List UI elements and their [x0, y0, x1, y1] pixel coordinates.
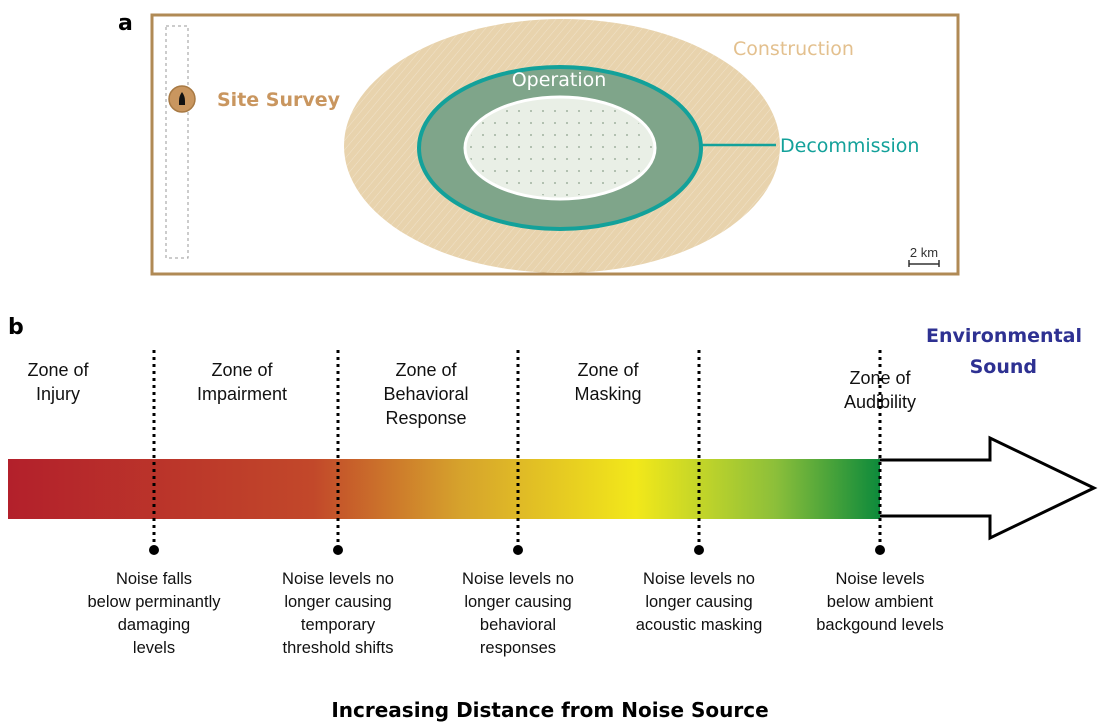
threshold-label-line: below ambient — [827, 593, 934, 611]
threshold-label-3: Noise levels no longer causing behavioral r… — [462, 570, 574, 657]
zone-label-line: Zone of — [395, 360, 457, 380]
threshold-label-line: threshold shifts — [283, 639, 394, 657]
threshold-label-1: Noise falls below perminantly damaging leve… — [88, 570, 222, 657]
distance-axis-label: Increasing Distance from Noise Source — [331, 698, 768, 722]
threshold-label-line: levels — [133, 639, 175, 657]
zone-label-5: Zone of Audibility — [844, 368, 916, 412]
decommission-label: Decommission — [780, 135, 919, 157]
threshold-label-line: Noise levels no — [643, 570, 755, 588]
distance-arrow — [878, 435, 1098, 541]
zone-label-line: Zone of — [27, 360, 89, 380]
threshold-label-4: Noise levels no longer causing acoustic ma… — [636, 570, 763, 634]
environmental-label-line2: Sound — [970, 356, 1037, 378]
threshold-label-line: behavioral — [480, 616, 556, 634]
zone-label-line: Response — [385, 408, 466, 428]
zone-label-4: Zone of Masking — [574, 360, 641, 404]
zone-label-line: Behavioral — [383, 384, 468, 404]
threshold-label-line: temporary — [301, 616, 376, 634]
threshold-label-line: longer causing — [645, 593, 752, 611]
threshold-label-line: longer causing — [464, 593, 571, 611]
panel-b-letter: b — [8, 315, 24, 340]
threshold-marker-5 — [875, 545, 885, 555]
site-survey-label: Site Survey — [217, 89, 341, 111]
zone-label-2: Zone of Impairment — [197, 360, 287, 404]
threshold-marker-3 — [513, 545, 523, 555]
threshold-label-line: longer causing — [284, 593, 391, 611]
inner-core-dots — [468, 100, 652, 196]
panel-b: b Environmental Sound Increasing Distanc… — [8, 315, 1098, 722]
threshold-label-line: Noise levels no — [462, 570, 574, 588]
zone-label-line: Injury — [36, 384, 80, 404]
environmental-label-line1: Environmental — [926, 325, 1082, 347]
panel-a: a Site Survey Construction Operation Dec… — [118, 11, 960, 276]
threshold-label-line: Noise falls — [116, 570, 192, 588]
zone-label-line: Zone of — [211, 360, 273, 380]
threshold-label-2: Noise levels no longer causing temporary th… — [282, 570, 394, 657]
zone-labels: Zone of Injury Zone of Impairment Zone of Beh… — [27, 360, 916, 428]
threshold-label-line: responses — [480, 639, 556, 657]
threshold-marker-2 — [333, 545, 343, 555]
threshold-label-line: below perminantly — [88, 593, 222, 611]
zone-label-line: Impairment — [197, 384, 287, 404]
scale-bar-label: 2 km — [910, 245, 938, 260]
threshold-marker-1 — [149, 545, 159, 555]
threshold-marker-4 — [694, 545, 704, 555]
site-survey-marker — [168, 85, 196, 113]
threshold-label-5: Noise levels below ambient backgound level… — [816, 570, 944, 634]
zone-label-line: Masking — [574, 384, 641, 404]
zone-label-line: Audibility — [844, 392, 916, 412]
zone-label-line: Zone of — [849, 368, 911, 388]
panel-a-letter: a — [118, 11, 133, 36]
threshold-label-line: acoustic masking — [636, 616, 763, 634]
construction-label: Construction — [733, 38, 854, 60]
ship-icon — [179, 92, 185, 105]
threshold-label-line: backgound levels — [816, 616, 944, 634]
threshold-labels: Noise falls below perminantly damaging leve… — [88, 570, 944, 657]
zone-label-1: Zone of Injury — [27, 360, 89, 404]
threshold-label-line: damaging — [118, 616, 190, 634]
operation-label: Operation — [512, 69, 607, 91]
noise-gradient-bar — [8, 459, 880, 519]
threshold-label-line: Noise levels — [836, 570, 925, 588]
survey-transect — [165, 25, 189, 259]
threshold-dividers — [149, 350, 885, 555]
threshold-label-line: Noise levels no — [282, 570, 394, 588]
zone-label-line: Zone of — [577, 360, 639, 380]
scale-bar: 2 km — [908, 245, 940, 267]
